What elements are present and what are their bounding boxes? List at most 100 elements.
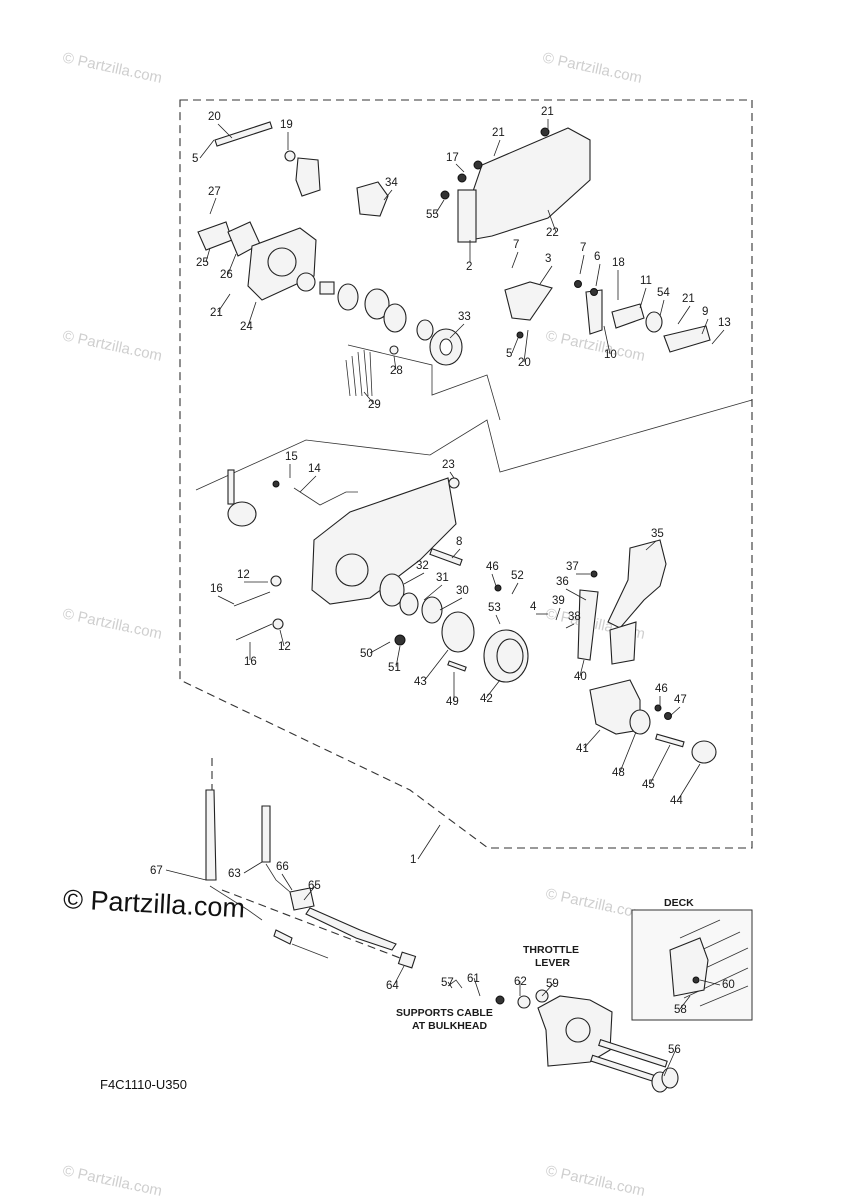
- screw: [272, 480, 280, 488]
- gear-hub: [441, 611, 475, 653]
- callout-labels: 20 19 5 21 21 17 55 22 2 34 27 25 26 21 …: [150, 106, 735, 1056]
- callout: 35: [651, 528, 664, 540]
- callout: 66: [276, 861, 289, 873]
- leader-line: [279, 629, 285, 647]
- leader-line: [523, 329, 529, 363]
- throttle-handle: [607, 539, 667, 629]
- watermark: © Partzilla.com: [61, 49, 163, 87]
- callout: 38: [568, 611, 581, 623]
- ring: [399, 592, 419, 616]
- bolt: [440, 190, 450, 200]
- callout: 39: [552, 595, 565, 607]
- shaft: [655, 733, 685, 748]
- washer: [590, 288, 598, 296]
- disc: [629, 709, 651, 735]
- leader-line: [493, 139, 501, 157]
- callout: 64: [386, 980, 399, 992]
- callout: 18: [612, 257, 625, 269]
- watermark: © Partzilla.com: [541, 49, 643, 87]
- housing-bore: [267, 247, 297, 277]
- lever-link: [609, 621, 637, 665]
- nut: [394, 634, 406, 646]
- leader-line: [473, 977, 481, 997]
- callout: 51: [388, 662, 401, 674]
- cable-run: [265, 863, 291, 893]
- leader-line: [701, 318, 709, 335]
- drum-face: [496, 638, 524, 674]
- callout: 4: [530, 601, 537, 613]
- callout: 32: [416, 560, 429, 572]
- watermark: © Partzilla.com: [61, 327, 163, 365]
- leader-line: [217, 595, 235, 605]
- leader-line: [217, 293, 231, 313]
- link-bar: [585, 289, 603, 335]
- supports-cable-label: SUPPORTS CABLE: [396, 1007, 493, 1019]
- pin: [214, 121, 273, 147]
- cable-wire: [291, 943, 329, 959]
- callout: 60: [722, 979, 735, 991]
- supports-cable-label: AT BULKHEAD: [412, 1020, 487, 1032]
- leader-lines: [165, 119, 725, 1077]
- collar: [270, 575, 282, 587]
- leader-line: [403, 572, 425, 585]
- leader-line: [209, 197, 217, 215]
- callout: 22: [546, 227, 559, 239]
- callout: 57: [441, 977, 454, 989]
- watermark: © Partzilla.com: [61, 605, 163, 643]
- pin: [429, 548, 463, 566]
- housing-bore: [335, 553, 369, 587]
- callout: 21: [210, 307, 223, 319]
- leader-line: [393, 965, 405, 986]
- callout: 58: [674, 1004, 687, 1016]
- callout: 12: [237, 569, 250, 581]
- cable-67: [205, 789, 217, 881]
- callout: 54: [657, 287, 670, 299]
- ring: [383, 303, 407, 333]
- leader-line: [393, 355, 397, 371]
- callout: 41: [576, 743, 589, 755]
- leader-line: [603, 325, 611, 355]
- shim-stack: [345, 349, 373, 397]
- leader-line: [299, 475, 317, 493]
- screw: [664, 712, 672, 720]
- leader-line: [449, 471, 455, 479]
- leader-line: [595, 263, 601, 287]
- ring: [416, 319, 434, 341]
- callout: 27: [208, 186, 221, 198]
- callout: 15: [285, 451, 298, 463]
- leader-line: [217, 123, 233, 139]
- callout: 8: [456, 536, 462, 548]
- throttle-lever-label: LEVER: [535, 957, 570, 969]
- bracket-base: [457, 189, 477, 243]
- callout: 20: [518, 357, 531, 369]
- callout: 45: [642, 779, 655, 791]
- collar: [356, 181, 389, 217]
- leader-line: [495, 614, 501, 625]
- washer: [574, 280, 582, 288]
- callout: 2: [466, 261, 472, 273]
- callout: 47: [674, 694, 687, 706]
- washer: [296, 272, 316, 292]
- washer: [654, 704, 662, 712]
- bracket: [663, 325, 711, 353]
- callout: 10: [604, 349, 617, 361]
- collar: [272, 618, 284, 630]
- callout: 21: [541, 106, 554, 118]
- bulkhead-assembly: [447, 909, 753, 1093]
- callout: 42: [480, 693, 493, 705]
- callout: 62: [514, 976, 527, 988]
- washer: [284, 150, 296, 162]
- switch-wire: [293, 487, 358, 506]
- leader-line: [449, 323, 465, 339]
- leader-line: [455, 163, 465, 173]
- callout: 16: [244, 656, 257, 668]
- leader-line: [439, 597, 463, 611]
- callout: 33: [458, 311, 471, 323]
- callout: 13: [718, 317, 731, 329]
- gear: [364, 288, 390, 320]
- bracket-boss: [565, 1017, 591, 1043]
- callout: 29: [368, 399, 381, 411]
- deck-panel: [631, 909, 753, 1021]
- link-plate: [611, 303, 645, 329]
